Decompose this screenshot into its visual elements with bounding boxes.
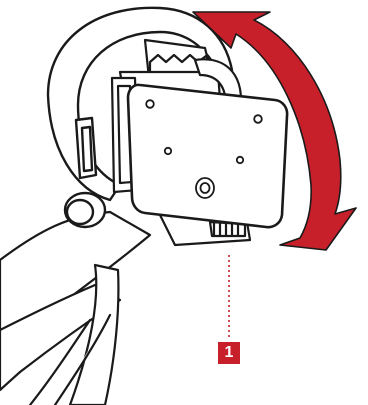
pivot-knob	[65, 193, 105, 227]
callout-badge-1: 1	[218, 342, 240, 364]
handle-arm	[0, 212, 150, 405]
mounting-plate	[128, 85, 287, 227]
